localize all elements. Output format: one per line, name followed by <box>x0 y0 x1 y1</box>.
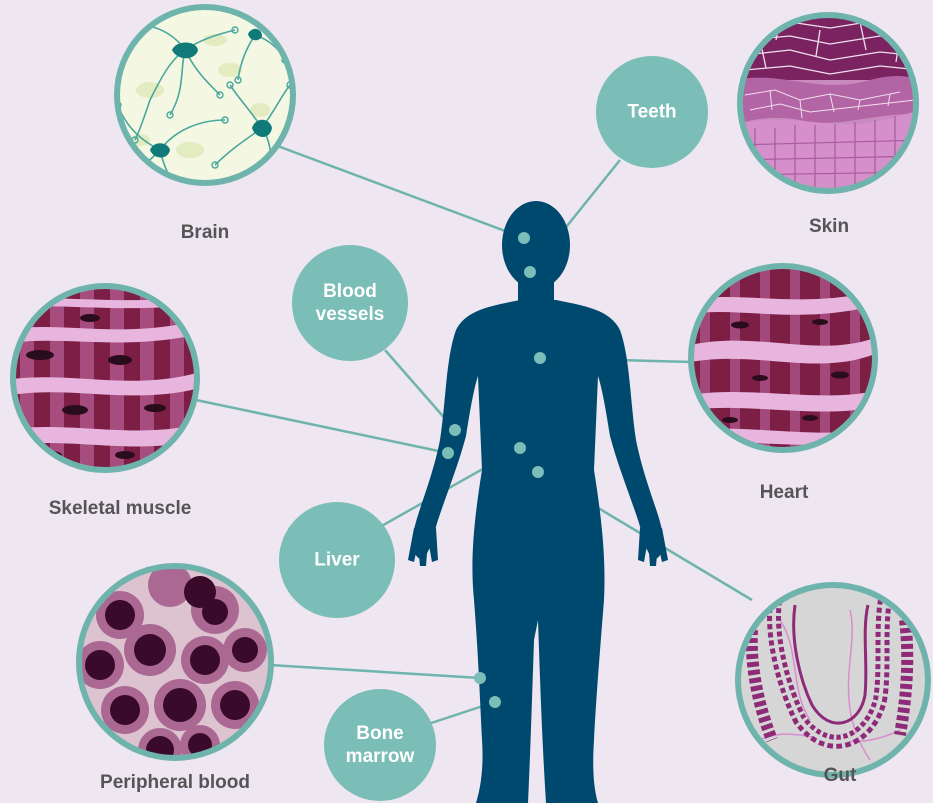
label-teeth: Teeth <box>627 101 676 124</box>
body-left-hand <box>408 528 438 566</box>
label-liver: Liver <box>314 549 359 572</box>
gut-tissue-illustration <box>738 585 928 775</box>
dot-teeth <box>524 266 536 278</box>
heart-tissue-illustration <box>690 260 880 460</box>
dot-brain <box>518 232 530 244</box>
peripheral-blood-illustration <box>76 563 271 772</box>
label-skin: Skin <box>809 216 849 238</box>
label-gut: Gut <box>824 765 857 787</box>
connector-skeletal-muscle <box>196 400 448 453</box>
label-heart: Heart <box>760 482 809 504</box>
dot-liver <box>514 442 526 454</box>
label-blood-vessels-line2: vessels <box>316 303 385 326</box>
label-bone-marrow-line2: marrow <box>346 745 415 768</box>
connector-brain <box>275 145 524 238</box>
label-peripheral-blood: Peripheral blood <box>100 772 250 794</box>
body-torso-arms <box>413 300 663 803</box>
connector-lines <box>196 145 752 730</box>
brain-tissue-illustration <box>115 7 293 190</box>
connector-peripheral-blood <box>270 665 480 678</box>
label-blood-vessels-line1: Blood <box>316 280 385 303</box>
label-brain: Brain <box>181 222 230 244</box>
body-right-hand <box>638 528 668 566</box>
label-teeth-text: Teeth <box>627 101 676 124</box>
label-liver-text: Liver <box>314 549 359 572</box>
label-skeletal-muscle: Skeletal muscle <box>49 498 192 520</box>
dot-peripheral-blood <box>474 672 486 684</box>
dot-blood-vessels <box>449 424 461 436</box>
dot-bone-marrow <box>489 696 501 708</box>
dot-gut <box>532 466 544 478</box>
body-head <box>502 201 570 289</box>
dot-heart <box>534 352 546 364</box>
skeletal-muscle-tissue-illustration <box>5 280 200 480</box>
skin-tissue-illustration <box>735 10 925 200</box>
human-body-silhouette <box>408 201 668 803</box>
dot-skeletal-muscle <box>442 447 454 459</box>
label-bone-marrow-line1: Bone <box>346 722 415 745</box>
label-blood-vessels: Blood vessels <box>316 280 385 326</box>
label-bone-marrow: Bone marrow <box>346 722 415 768</box>
